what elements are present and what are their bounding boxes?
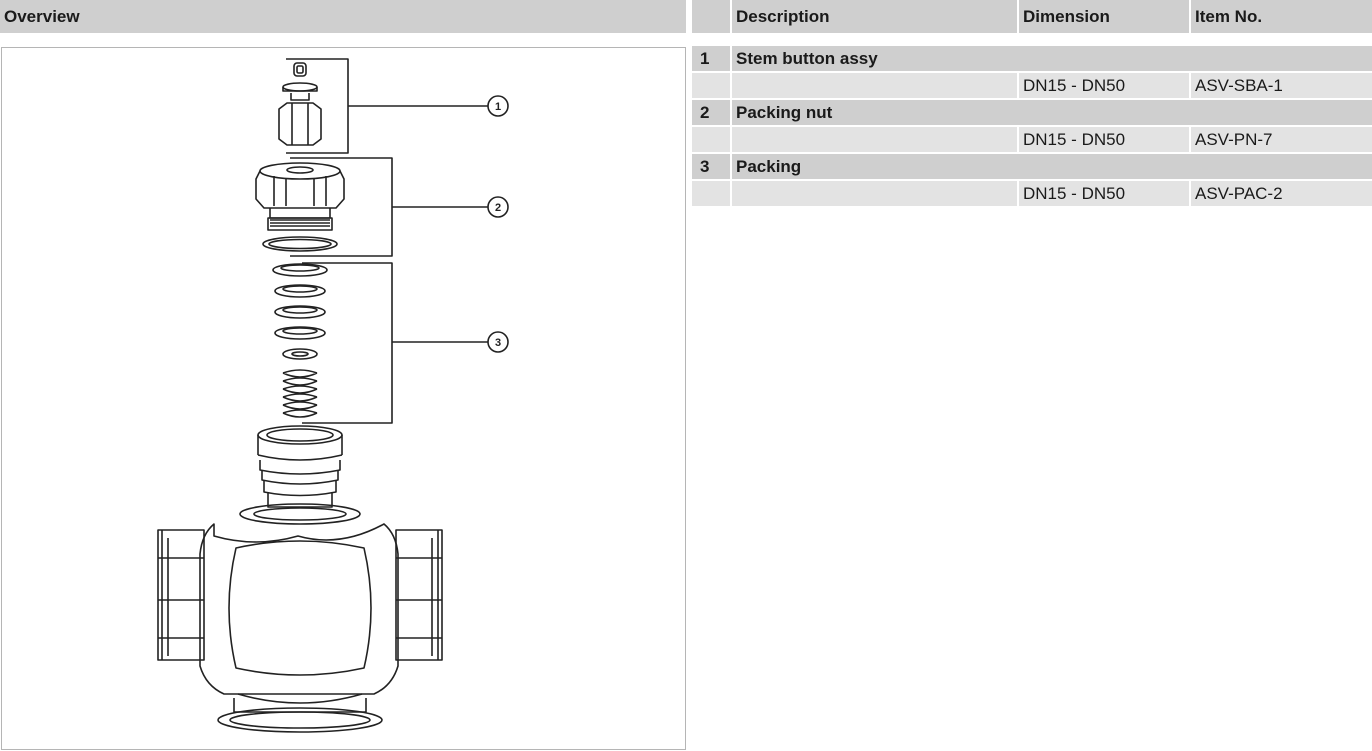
packing-drawing bbox=[272, 263, 328, 418]
callout-2: 2 bbox=[487, 196, 509, 218]
table-row: DN15 - DN50 ASV-PN-7 bbox=[692, 126, 1372, 153]
group-row-packing-nut: 2 Packing nut bbox=[692, 99, 1372, 126]
header-item-no: Item No. bbox=[1190, 0, 1372, 33]
callout-1-label: 1 bbox=[495, 101, 501, 113]
table-row: DN15 - DN50 ASV-PAC-2 bbox=[692, 180, 1372, 207]
dimension-cell: DN15 - DN50 bbox=[1018, 180, 1191, 207]
spare-parts-table: Description Dimension Item No. 1 Stem bu… bbox=[692, 0, 1372, 208]
valve-exploded-illustration: 1 2 3 bbox=[157, 58, 509, 733]
stem-button-assy-drawing bbox=[278, 62, 322, 146]
group-description: Packing bbox=[731, 153, 1372, 180]
overview-title: Overview bbox=[4, 7, 80, 26]
header-description: Description bbox=[731, 0, 1019, 33]
callout-1: 1 bbox=[487, 95, 509, 117]
dimension-cell: DN15 - DN50 bbox=[1018, 72, 1191, 99]
callout-3-label: 3 bbox=[495, 337, 501, 349]
valve-body-drawing bbox=[157, 425, 443, 733]
dimension-cell: DN15 - DN50 bbox=[1018, 126, 1191, 153]
group-row-packing: 3 Packing bbox=[692, 153, 1372, 180]
group-number: 1 bbox=[692, 46, 732, 72]
item-number-cell: ASV-PN-7 bbox=[1190, 126, 1372, 153]
group-description: Stem button assy bbox=[731, 46, 1372, 72]
header-dimension: Dimension bbox=[1018, 0, 1191, 33]
callout-3: 3 bbox=[487, 331, 509, 353]
group-row-stem-button-assy: 1 Stem button assy bbox=[692, 46, 1372, 72]
item-number-cell: ASV-SBA-1 bbox=[1190, 72, 1372, 99]
group-number: 2 bbox=[692, 99, 732, 126]
table-row: DN15 - DN50 ASV-SBA-1 bbox=[692, 72, 1372, 99]
overview-header: Overview bbox=[0, 0, 686, 33]
packing-nut-drawing bbox=[255, 162, 345, 252]
group-description: Packing nut bbox=[731, 99, 1372, 126]
table-header-row: Description Dimension Item No. bbox=[692, 0, 1372, 33]
callout-2-label: 2 bbox=[495, 202, 501, 214]
exploded-view-drawing: 1 2 3 bbox=[1, 47, 686, 750]
bracket-3 bbox=[302, 262, 393, 424]
header-number bbox=[692, 0, 732, 33]
group-number: 3 bbox=[692, 153, 732, 180]
item-number-cell: ASV-PAC-2 bbox=[1190, 180, 1372, 207]
